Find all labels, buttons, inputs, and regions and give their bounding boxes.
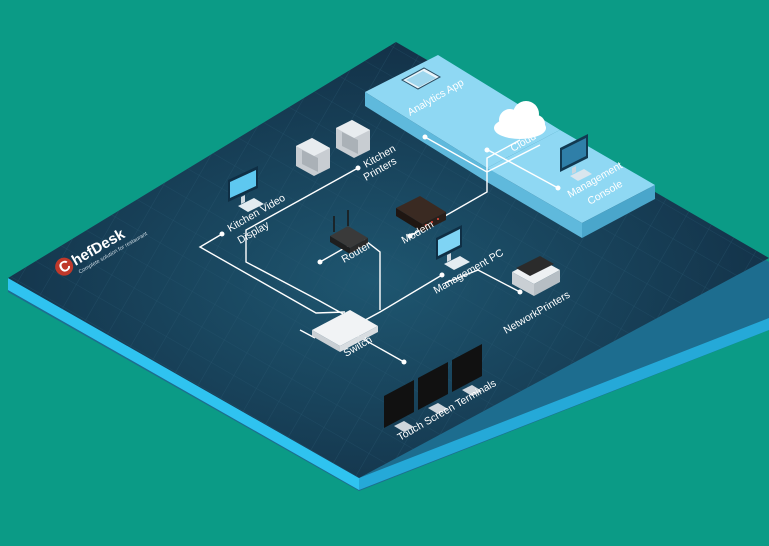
router-icon (330, 210, 368, 254)
touch-terminal-icon (384, 344, 482, 432)
kitchen-printer-icon (296, 120, 370, 176)
kitchen-display-monitor-icon (228, 166, 264, 212)
management-console-monitor-icon (560, 134, 592, 181)
switch-icon (312, 310, 378, 352)
tablet-icon (400, 67, 442, 90)
cloud-icon (494, 101, 546, 139)
connection-dots (219, 134, 561, 365)
network-printer-icon (512, 256, 560, 296)
logo-mark-icon (55, 257, 74, 276)
modem-icon (396, 196, 446, 232)
management-pc-monitor-icon (436, 225, 470, 270)
